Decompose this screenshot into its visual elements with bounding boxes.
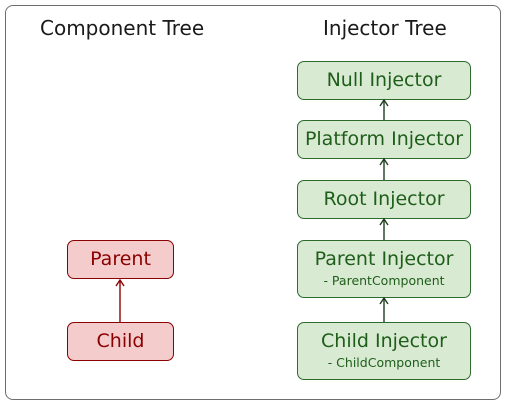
parent-injector-label: Parent Injector xyxy=(314,248,454,271)
null-injector-label: Null Injector xyxy=(326,68,442,91)
parent-to-root-arrowhead xyxy=(379,217,389,226)
child-component-node: Child xyxy=(67,322,174,361)
parent-injector-sublabel: - ParentComponent xyxy=(323,273,445,289)
child-injector-sublabel: - ChildComponent xyxy=(327,355,441,371)
injector-tree-title: Injector Tree xyxy=(323,16,447,40)
parent-component-node: Parent xyxy=(67,240,174,279)
parent-injector-node: Parent Injector - ParentComponent xyxy=(297,240,471,298)
root-injector-label: Root Injector xyxy=(323,187,445,210)
parent-component-label: Parent xyxy=(90,247,151,270)
child-injector-node: Child Injector - ChildComponent xyxy=(297,322,471,380)
platform-to-null-arrowhead xyxy=(379,98,389,107)
child-injector-label: Child Injector xyxy=(321,330,447,353)
component-tree-title: Component Tree xyxy=(40,16,205,40)
child-to-parent-injector-arrowhead xyxy=(379,296,389,305)
platform-injector-label: Platform Injector xyxy=(304,127,464,150)
child-component-label: Child xyxy=(96,329,145,352)
platform-injector-node: Platform Injector xyxy=(297,120,471,159)
child-to-parent-arrowhead xyxy=(115,278,125,287)
root-injector-node: Root Injector xyxy=(297,180,471,219)
root-to-platform-arrowhead xyxy=(379,157,389,166)
